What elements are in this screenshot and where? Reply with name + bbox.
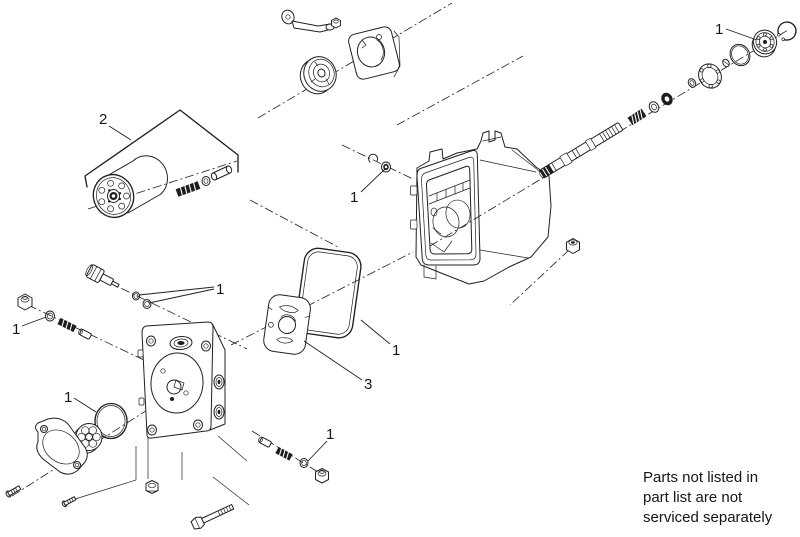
poppet-right xyxy=(258,436,272,448)
bearing-oring xyxy=(729,43,751,67)
housing-gasket xyxy=(295,247,362,339)
seal-retaining-ring xyxy=(368,153,379,163)
callout-leader xyxy=(73,397,97,413)
spacer-washer xyxy=(687,78,697,88)
callout-leader xyxy=(725,28,758,41)
oring-left xyxy=(45,310,55,322)
service-note-line-2: part list are not xyxy=(643,489,743,506)
service-note: Parts not listed in part list are not se… xyxy=(643,468,800,528)
barrel-pin xyxy=(210,165,233,181)
callout-leader xyxy=(360,319,391,345)
ball-bearing-outer xyxy=(751,29,778,58)
callout-shaft-seal: 1 xyxy=(350,168,386,206)
callout-leader xyxy=(303,340,363,381)
callout-label: 1 xyxy=(326,426,334,443)
callout-rotating-group: 2 xyxy=(99,111,132,141)
valve-oring-2 xyxy=(142,299,152,309)
callout-label: 1 xyxy=(12,321,20,338)
retaining-ring xyxy=(777,21,797,41)
callout-label: 1 xyxy=(350,189,358,206)
cover-oring xyxy=(94,402,128,440)
poppet-left xyxy=(78,328,92,340)
callout-label: 3 xyxy=(364,376,372,393)
callout-label: 1 xyxy=(392,342,400,359)
spring-washer xyxy=(201,176,211,186)
callout-label: 1 xyxy=(715,21,723,38)
shaft-seal-ring xyxy=(661,92,673,106)
callout-cover-oring: 1 xyxy=(64,389,97,413)
end-cap xyxy=(137,321,226,439)
cam-housing xyxy=(348,26,401,80)
callout-label: 1 xyxy=(216,281,224,298)
bearing-disc xyxy=(299,56,337,95)
callout-plug-oring-right: 1 xyxy=(307,426,334,462)
rotating-group-bracket xyxy=(84,109,239,188)
relief-valve-fitting xyxy=(85,264,120,288)
callout-leader xyxy=(148,288,215,304)
ball-bearing-inner xyxy=(698,63,722,89)
callout-plug-oring-left: 1 xyxy=(12,316,47,338)
hex-plug xyxy=(145,480,159,494)
assembly-centerlines xyxy=(11,2,570,497)
plug-right xyxy=(315,468,329,484)
shaft-spring xyxy=(627,108,647,126)
housing-plug xyxy=(566,238,580,254)
callout-bearing-assembly: 1 xyxy=(715,21,758,41)
service-note-line-3: serviced separately xyxy=(643,509,773,526)
callout-housing-gasket: 1 xyxy=(360,319,400,359)
drive-shaft xyxy=(538,122,623,179)
callout-leader xyxy=(108,125,132,141)
bearing-cone xyxy=(722,58,730,68)
rear-cover xyxy=(35,417,88,475)
callout-leader xyxy=(138,286,215,296)
callout-leader xyxy=(21,316,47,327)
callout-relief-valve-orings: 1 xyxy=(138,281,224,304)
connector-lines xyxy=(71,428,250,506)
lock-nut xyxy=(331,17,341,29)
plug-left xyxy=(17,293,33,311)
callout-leader xyxy=(360,168,386,193)
main-housing xyxy=(410,130,552,285)
callout-label: 2 xyxy=(99,111,107,128)
mounting-bolt xyxy=(190,504,235,530)
oring-right xyxy=(299,458,309,468)
cylinder-barrel xyxy=(92,155,168,219)
control-lever xyxy=(281,9,335,33)
screw-1 xyxy=(5,485,22,498)
service-note-line-1: Parts not listed in xyxy=(643,469,759,486)
spring-left xyxy=(57,317,77,333)
valve-oring-1 xyxy=(132,291,140,301)
barrel-spring xyxy=(175,181,201,197)
callout-wear-plate: 3 xyxy=(303,340,372,393)
callout-leader xyxy=(307,440,328,462)
screw-2 xyxy=(61,496,77,508)
spring-right xyxy=(275,446,293,461)
shaft-seal xyxy=(381,161,391,173)
wear-plate xyxy=(263,294,311,355)
callout-label: 1 xyxy=(64,389,72,406)
shaft-washer xyxy=(648,101,660,113)
